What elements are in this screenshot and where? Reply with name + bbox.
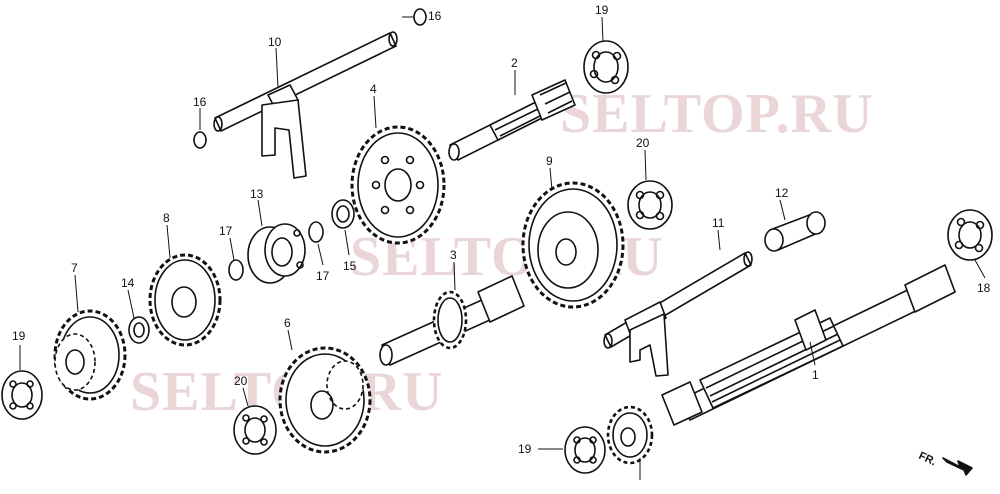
bearing-19-top [583, 40, 629, 94]
callout-2: 2 [511, 56, 518, 70]
collar-13 [247, 223, 306, 284]
callout-1: 1 [812, 368, 819, 382]
front-direction-label: FR. [917, 450, 938, 468]
shift-fork-shaft-11 [603, 251, 753, 377]
washer-14 [128, 316, 150, 344]
callout-4: 4 [370, 82, 377, 96]
washer-15 [331, 199, 355, 229]
callout-16-left: 16 [193, 95, 207, 109]
callout-7: 7 [71, 261, 78, 275]
callout-11: 11 [712, 216, 725, 230]
callout-13: 13 [250, 187, 264, 201]
callout-12: 12 [775, 186, 789, 200]
callout-20-mid: 20 [636, 136, 650, 150]
bearing-18 [947, 209, 993, 261]
bearing-19-left [1, 370, 43, 420]
gear-9 [521, 181, 625, 309]
gear-8 [148, 253, 222, 347]
callout-14: 14 [121, 276, 135, 290]
callout-labels: 10 16 16 16 2 19 4 20 9 12 11 18 3 13 17… [12, 3, 991, 456]
callout-3: 3 [450, 248, 457, 262]
bearing-20-mid [627, 180, 673, 230]
callout-10: 10 [268, 35, 282, 49]
callout-19-left: 19 [12, 329, 26, 343]
callout-15: 15 [343, 259, 357, 273]
callout-19-bottom: 19 [518, 442, 532, 456]
callout-16-top-visible: 16 [428, 9, 442, 23]
countershaft-2 [448, 79, 576, 161]
bearing-19-bottom [564, 426, 606, 474]
shift-fork-shaft-10 [213, 31, 398, 179]
callout-20-lower: 20 [234, 374, 248, 388]
mainshaft-1 [661, 264, 956, 426]
front-arrow-icon [942, 457, 973, 476]
shaft-gear-3 [379, 275, 525, 366]
gear-6 [278, 346, 372, 454]
gear-5 [606, 405, 654, 465]
callout-17-right: 17 [316, 269, 330, 283]
callout-6: 6 [284, 316, 291, 330]
gear-7 [53, 309, 127, 401]
gear-4 [350, 125, 446, 245]
circlip-16-top [413, 8, 427, 26]
callout-19-top: 19 [595, 3, 609, 17]
circlip-17-left [228, 259, 244, 281]
callout-8: 8 [163, 211, 170, 225]
circlip-16-left [193, 131, 207, 149]
callout-9: 9 [546, 154, 553, 168]
collar-12 [764, 211, 826, 252]
callout-17-left: 17 [219, 224, 233, 238]
watermark-top-right: SELTOP.RU [560, 83, 874, 145]
callout-18: 18 [977, 281, 991, 295]
circlip-17-right [308, 221, 324, 243]
leader-lines [19, 16, 986, 480]
bearing-20-lower [233, 405, 277, 455]
